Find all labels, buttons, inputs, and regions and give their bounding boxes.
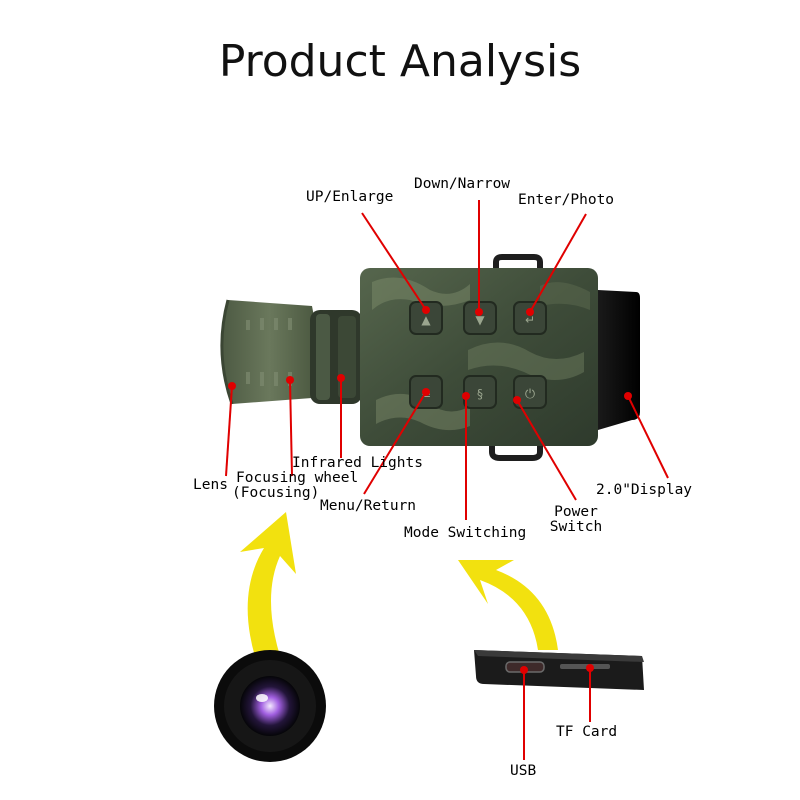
- yellow-arrow-right: [458, 560, 558, 650]
- label-menu-return: Menu/Return: [320, 498, 417, 514]
- page-title: Product Analysis: [218, 36, 582, 87]
- button-power: ⏻: [513, 375, 547, 409]
- strap-loop-top: [493, 254, 543, 270]
- label-switch: Switch: [549, 519, 603, 536]
- button-enter-photo: ↵: [513, 301, 547, 335]
- label-mode-switching: Mode Switching: [404, 525, 527, 541]
- label-power: Power: [554, 504, 598, 520]
- leader-up-enlarge: [361, 212, 427, 311]
- label-up-enlarge: UP/Enlarge: [306, 189, 394, 205]
- label-tf-card: TF Card: [556, 724, 618, 740]
- leader-power-switch: [516, 399, 577, 501]
- yellow-arrow-left: [240, 512, 296, 660]
- label-focusing-wheel: Focusing wheel: [236, 470, 359, 486]
- leader-lines: [225, 200, 669, 520]
- leader-menu-return: [363, 391, 427, 495]
- strap-loop-bottom: [489, 440, 543, 461]
- leader-focusing-wheel: [289, 379, 293, 477]
- power-icon: ⏻: [525, 387, 535, 402]
- label-infrared-lights: Infrared Lights: [292, 455, 423, 471]
- camo-pattern: [372, 277, 590, 431]
- leader-lens: [225, 385, 233, 477]
- button-up-enlarge: ▲: [409, 301, 443, 335]
- label-focusing: (Focusing): [232, 485, 320, 501]
- down-arrow-icon: ▼: [475, 313, 485, 327]
- leader-display: [627, 395, 669, 479]
- enter-arrow-icon: ↵: [525, 313, 535, 327]
- label-down-narrow: Down/Narrow: [414, 176, 511, 192]
- eyepiece: [221, 300, 317, 404]
- label-power-switch: Power Switch: [546, 504, 606, 536]
- up-arrow-icon: ▲: [421, 313, 431, 327]
- label-lens: Lens: [193, 477, 228, 493]
- leader-enter-photo: [529, 213, 587, 313]
- night-vision-device: ▲ ▼ ↵ ≡ § ⏻: [220, 254, 640, 461]
- label-enter-photo: Enter/Photo: [518, 192, 615, 208]
- tf-card-slot: [560, 664, 610, 669]
- label-usb: USB: [510, 763, 537, 779]
- button-mode-switching: §: [463, 375, 497, 409]
- port-panel: [474, 650, 644, 760]
- lens-closeup: [214, 650, 326, 762]
- label-display: 2.0"Display: [596, 482, 693, 498]
- mode-icon: §: [477, 387, 483, 401]
